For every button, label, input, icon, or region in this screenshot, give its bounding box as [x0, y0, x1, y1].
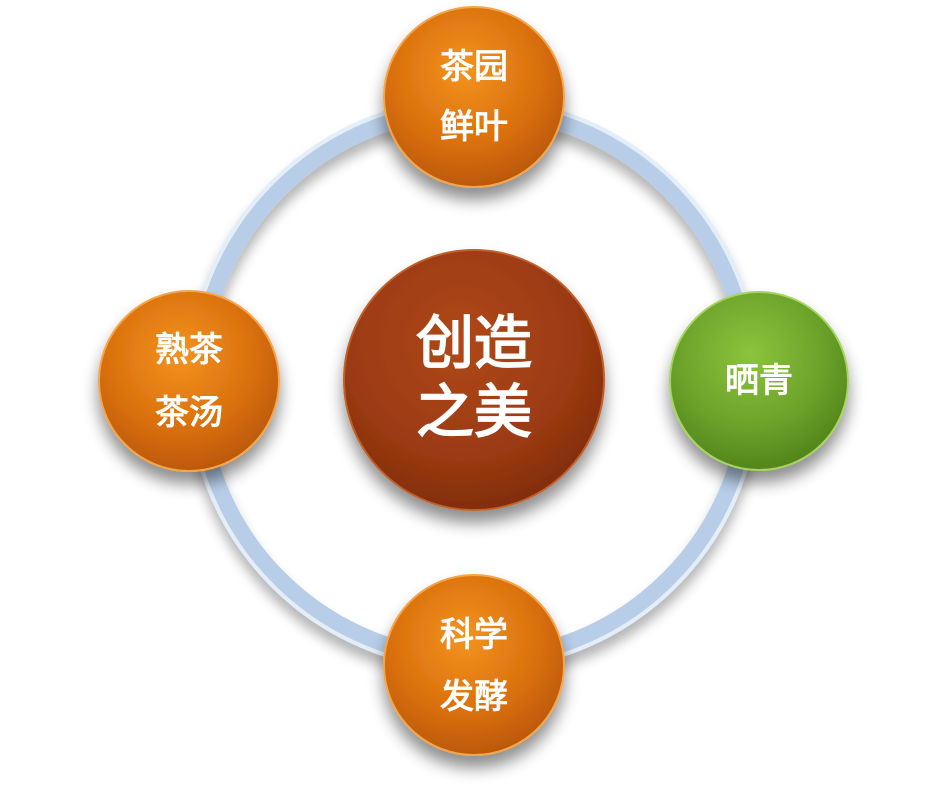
node-right-line1: 晒青 — [725, 361, 793, 401]
node-left-line2: 茶汤 — [155, 393, 223, 433]
node-top-line1: 茶园 — [440, 47, 508, 87]
node-bottom-line2: 发酵 — [440, 677, 508, 717]
node-left-line1: 熟茶 — [155, 330, 224, 370]
center-node: 创造 之美 — [343, 249, 605, 511]
node-top: 茶园 鲜叶 — [383, 6, 565, 188]
node-bottom: 科学 发酵 — [383, 574, 565, 756]
node-top-line2: 鲜叶 — [440, 107, 508, 147]
node-right: 晒青 — [669, 291, 849, 471]
node-bottom-line1: 科学 — [440, 615, 508, 655]
node-left: 熟茶 茶汤 — [98, 290, 280, 472]
center-label-line2: 之美 — [416, 378, 532, 446]
center-label-line1: 创造 — [416, 309, 532, 377]
